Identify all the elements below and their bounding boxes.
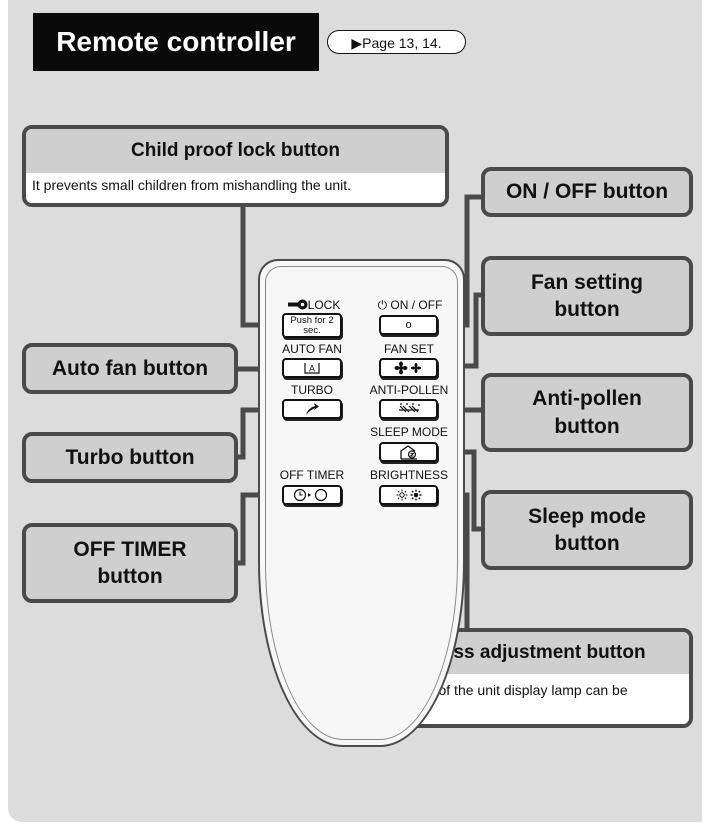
sleep-mode-label: SLEEP MODE [370,425,448,439]
lock-label: LOCK [282,298,346,312]
turbo-button[interactable] [282,399,342,419]
on-off-button[interactable]: o [379,315,438,335]
turbo-arrow-icon [306,403,319,415]
auto-fan-label: AUTO FAN [282,342,342,356]
anti-pollen-label: ANTI-POLLEN [369,383,449,397]
power-icon: ⏻ [377,298,388,312]
callout-off-timer: OFF TIMER button [22,523,238,603]
callout-child-lock: Child proof lock button It prevents smal… [22,125,449,207]
lock-button[interactable]: Push for 2 sec. [282,313,342,338]
callout-turbo: Turbo button [22,432,238,483]
remote-bezel [265,266,458,740]
timer-icon [293,488,328,502]
off-timer-button[interactable] [282,485,342,505]
svg-text:A: A [309,364,315,374]
auto-fan-button[interactable]: A [282,358,342,378]
brightness-icon [396,489,421,501]
callout-fan-setting: Fan setting button [481,256,693,336]
title-banner: Remote controller [33,13,319,71]
callout-on-off: ON / OFF button [481,167,693,217]
sleep-mode-icon [399,444,417,460]
callout-sleep-mode: Sleep mode button [481,490,693,570]
fan-set-label: FAN SET [383,342,434,356]
callout-description: It prevents small children from mishandl… [26,173,445,203]
off-timer-label: OFF TIMER [279,468,345,482]
callout-anti-pollen: Anti-pollen button [481,373,693,452]
sleep-mode-button[interactable] [379,442,438,462]
anti-pollen-icon [398,403,420,413]
lock-button-label: Push for 2 sec. [290,314,334,336]
on-off-label: ⏻ ON / OFF [377,298,443,312]
callout-title: Child proof lock button [26,129,445,173]
brightness-label: BRIGHTNESS [369,468,448,482]
brightness-button[interactable] [379,485,438,505]
key-icon [287,299,308,310]
turbo-label: TURBO [291,383,333,397]
fan-set-button[interactable] [379,358,438,378]
fan-icon [394,361,421,375]
page-reference: ▶Page 13, 14. [327,30,466,54]
auto-fan-icon: A [304,363,320,374]
on-off-button-symbol: o [405,319,412,331]
anti-pollen-button[interactable] [379,399,438,419]
page-title: Remote controller [56,26,296,57]
callout-auto-fan: Auto fan button [22,343,238,394]
